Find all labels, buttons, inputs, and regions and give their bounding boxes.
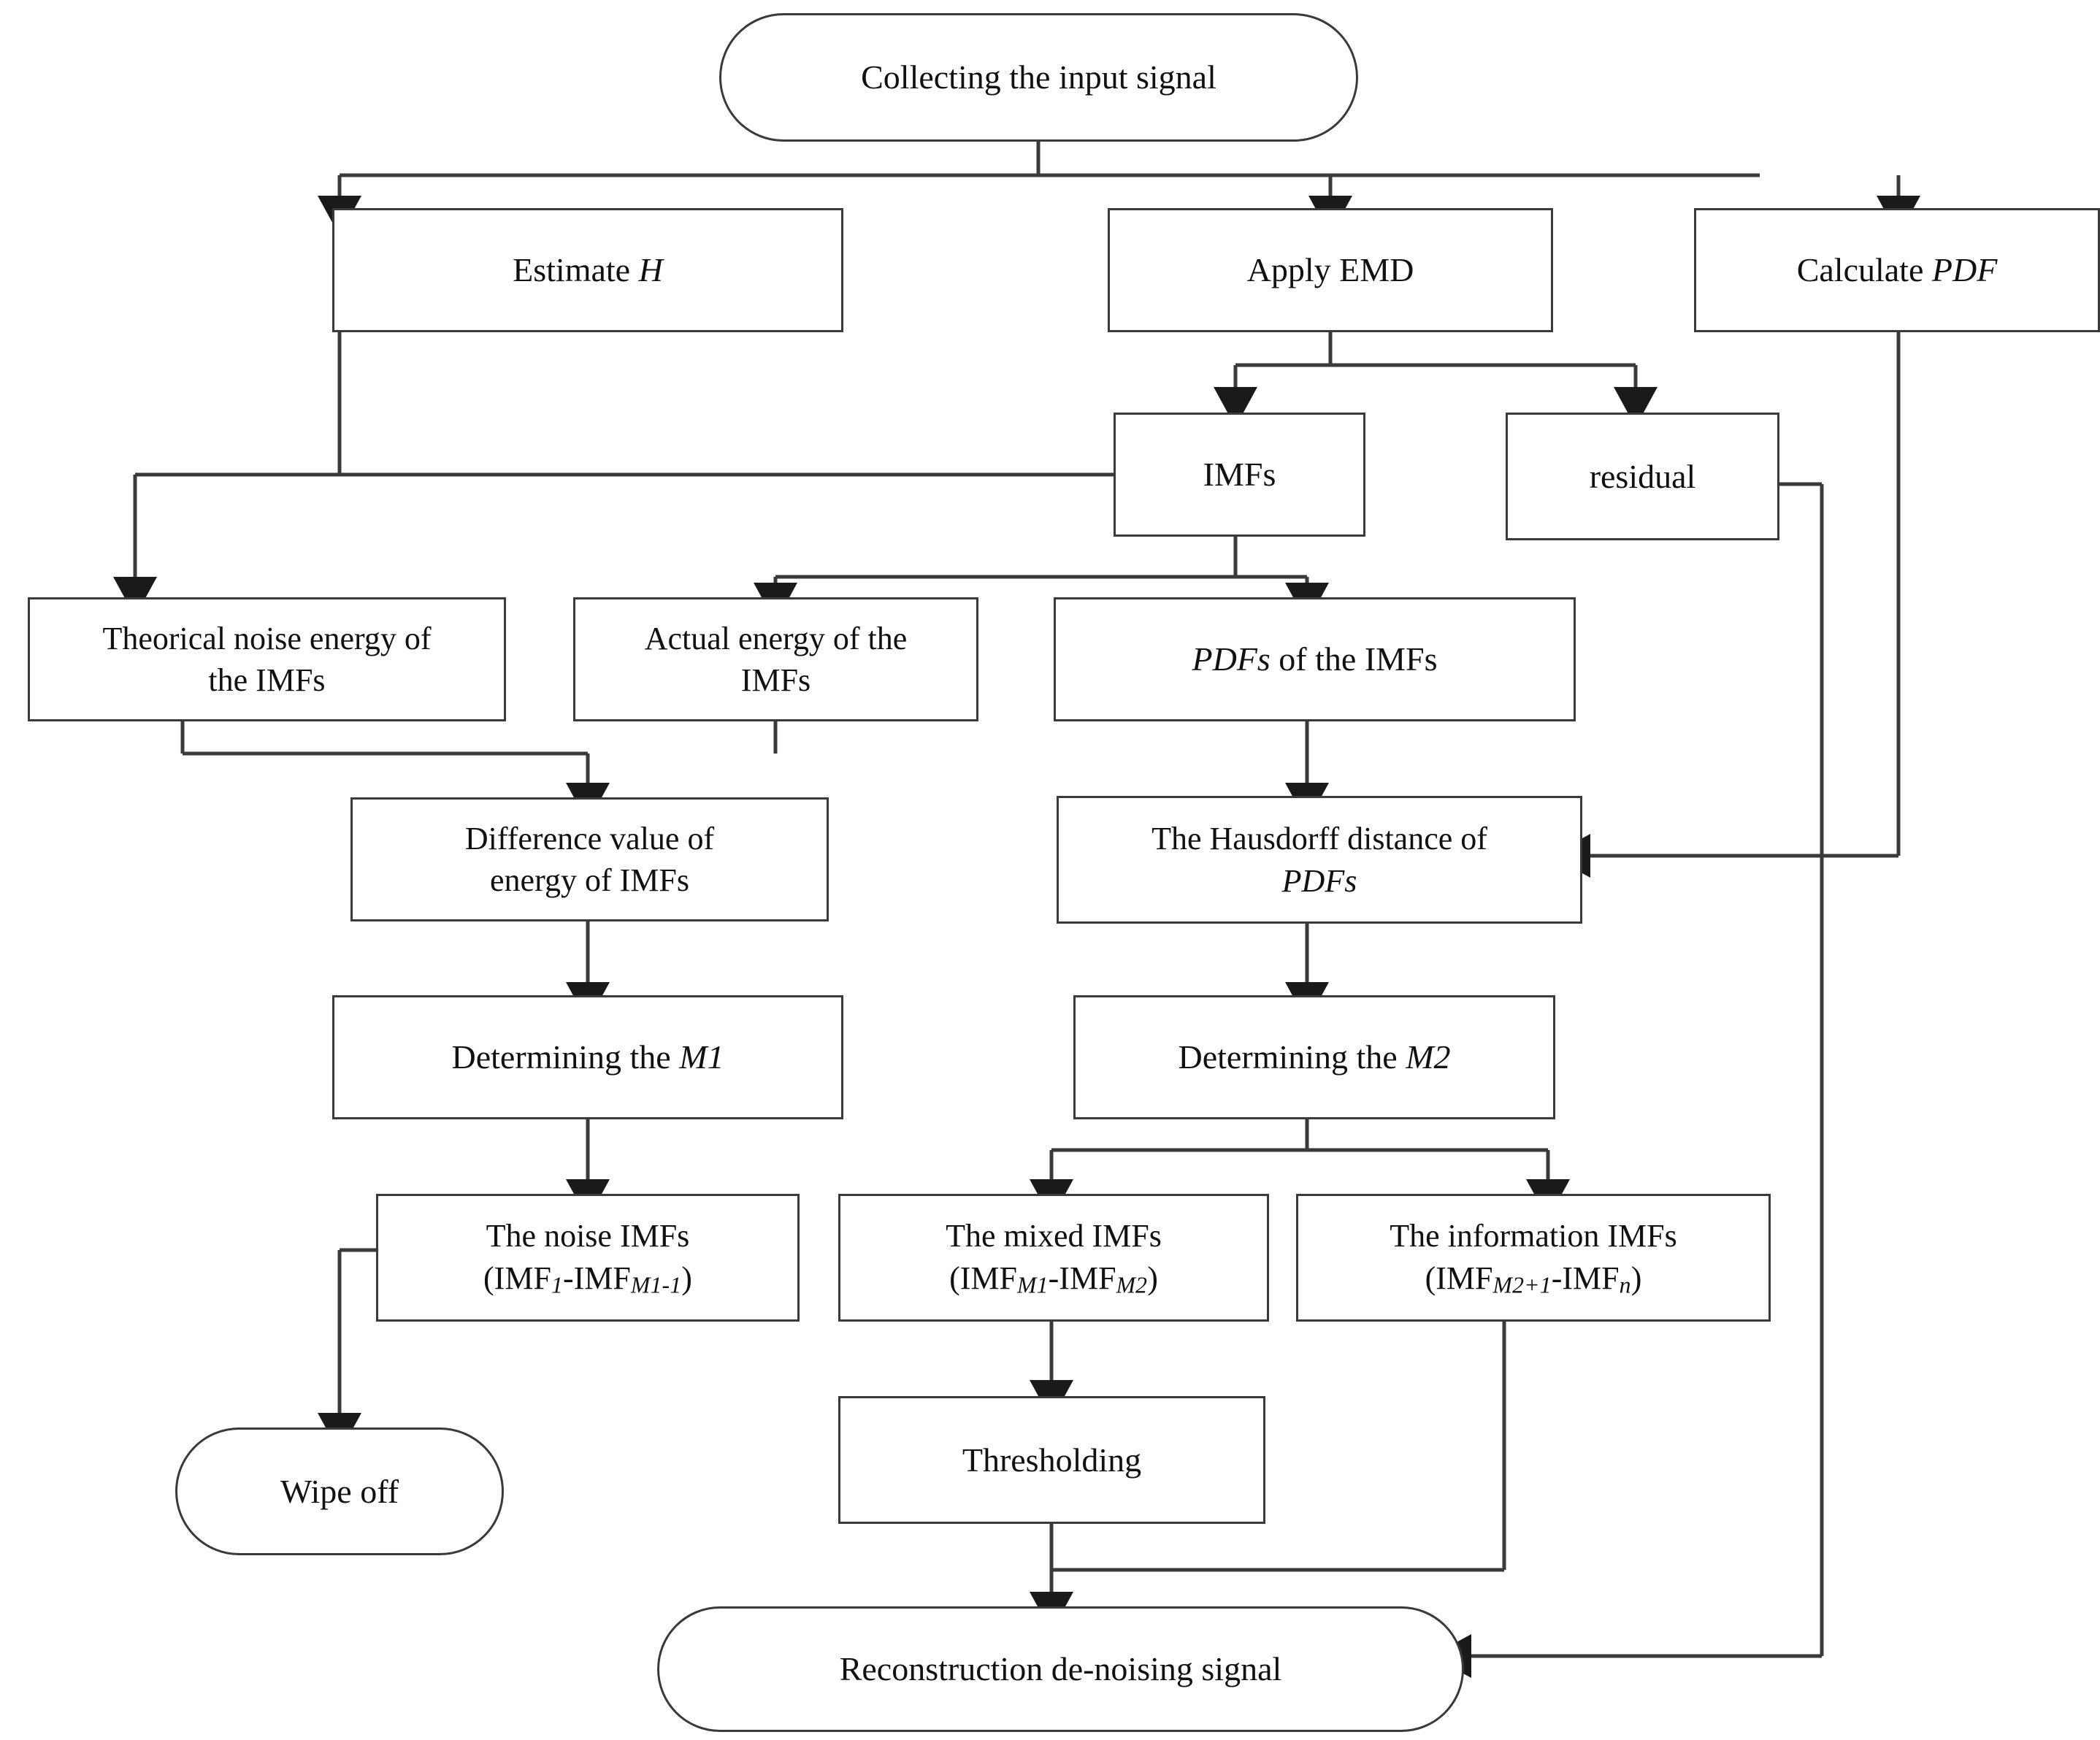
node-information-imfs[interactable]: The information IMFs(IMFM2+1-IMFn) <box>1296 1194 1771 1322</box>
node-label: The mixed IMFs(IMFM1-IMFM2) <box>946 1218 1162 1298</box>
node-label: The noise IMFs(IMF1-IMFM1-1) <box>483 1218 692 1298</box>
node-pdfs-of-the-imfs[interactable]: PDFs of the IMFs <box>1054 597 1576 721</box>
node-noise-imfs[interactable]: The noise IMFs(IMF1-IMFM1-1) <box>376 1194 800 1322</box>
node-reconstruction-de-noising-signal[interactable]: Reconstruction de-noising signal <box>657 1606 1464 1732</box>
node-label: Thresholding <box>962 1441 1142 1479</box>
node-label: Determining the M1 <box>451 1038 724 1076</box>
node-wipe-off[interactable]: Wipe off <box>175 1427 504 1555</box>
node-label: IMFs <box>1203 456 1276 494</box>
node-label: PDFs of the IMFs <box>1192 640 1438 678</box>
node-label: Collecting the input signal <box>861 58 1216 96</box>
node-residual[interactable]: residual <box>1506 413 1779 540</box>
node-collecting-the-input-signal[interactable]: Collecting the input signal <box>719 13 1358 142</box>
node-determining-m2[interactable]: Determining the M2 <box>1073 995 1555 1119</box>
node-thresholding[interactable]: Thresholding <box>838 1396 1265 1524</box>
node-calculate-pdf[interactable]: Calculate PDF <box>1694 208 2100 332</box>
node-estimate-h[interactable]: Estimate H <box>332 208 843 332</box>
node-label: residual <box>1589 457 1696 495</box>
node-label: Wipe off <box>280 1472 399 1510</box>
node-apply-emd[interactable]: Apply EMD <box>1108 208 1553 332</box>
node-label: Apply EMD <box>1246 251 1414 289</box>
node-label: Reconstruction de-noising signal <box>839 1650 1282 1688</box>
node-label: Determining the M2 <box>1178 1038 1451 1076</box>
node-mixed-imfs[interactable]: The mixed IMFs(IMFM1-IMFM2) <box>838 1194 1269 1322</box>
node-label: Estimate H <box>513 251 663 289</box>
node-determining-m1[interactable]: Determining the M1 <box>332 995 843 1119</box>
node-label: The information IMFs(IMFM2+1-IMFn) <box>1390 1218 1677 1298</box>
node-label: Calculate PDF <box>1796 251 1998 289</box>
node-imfs[interactable]: IMFs <box>1114 413 1365 537</box>
